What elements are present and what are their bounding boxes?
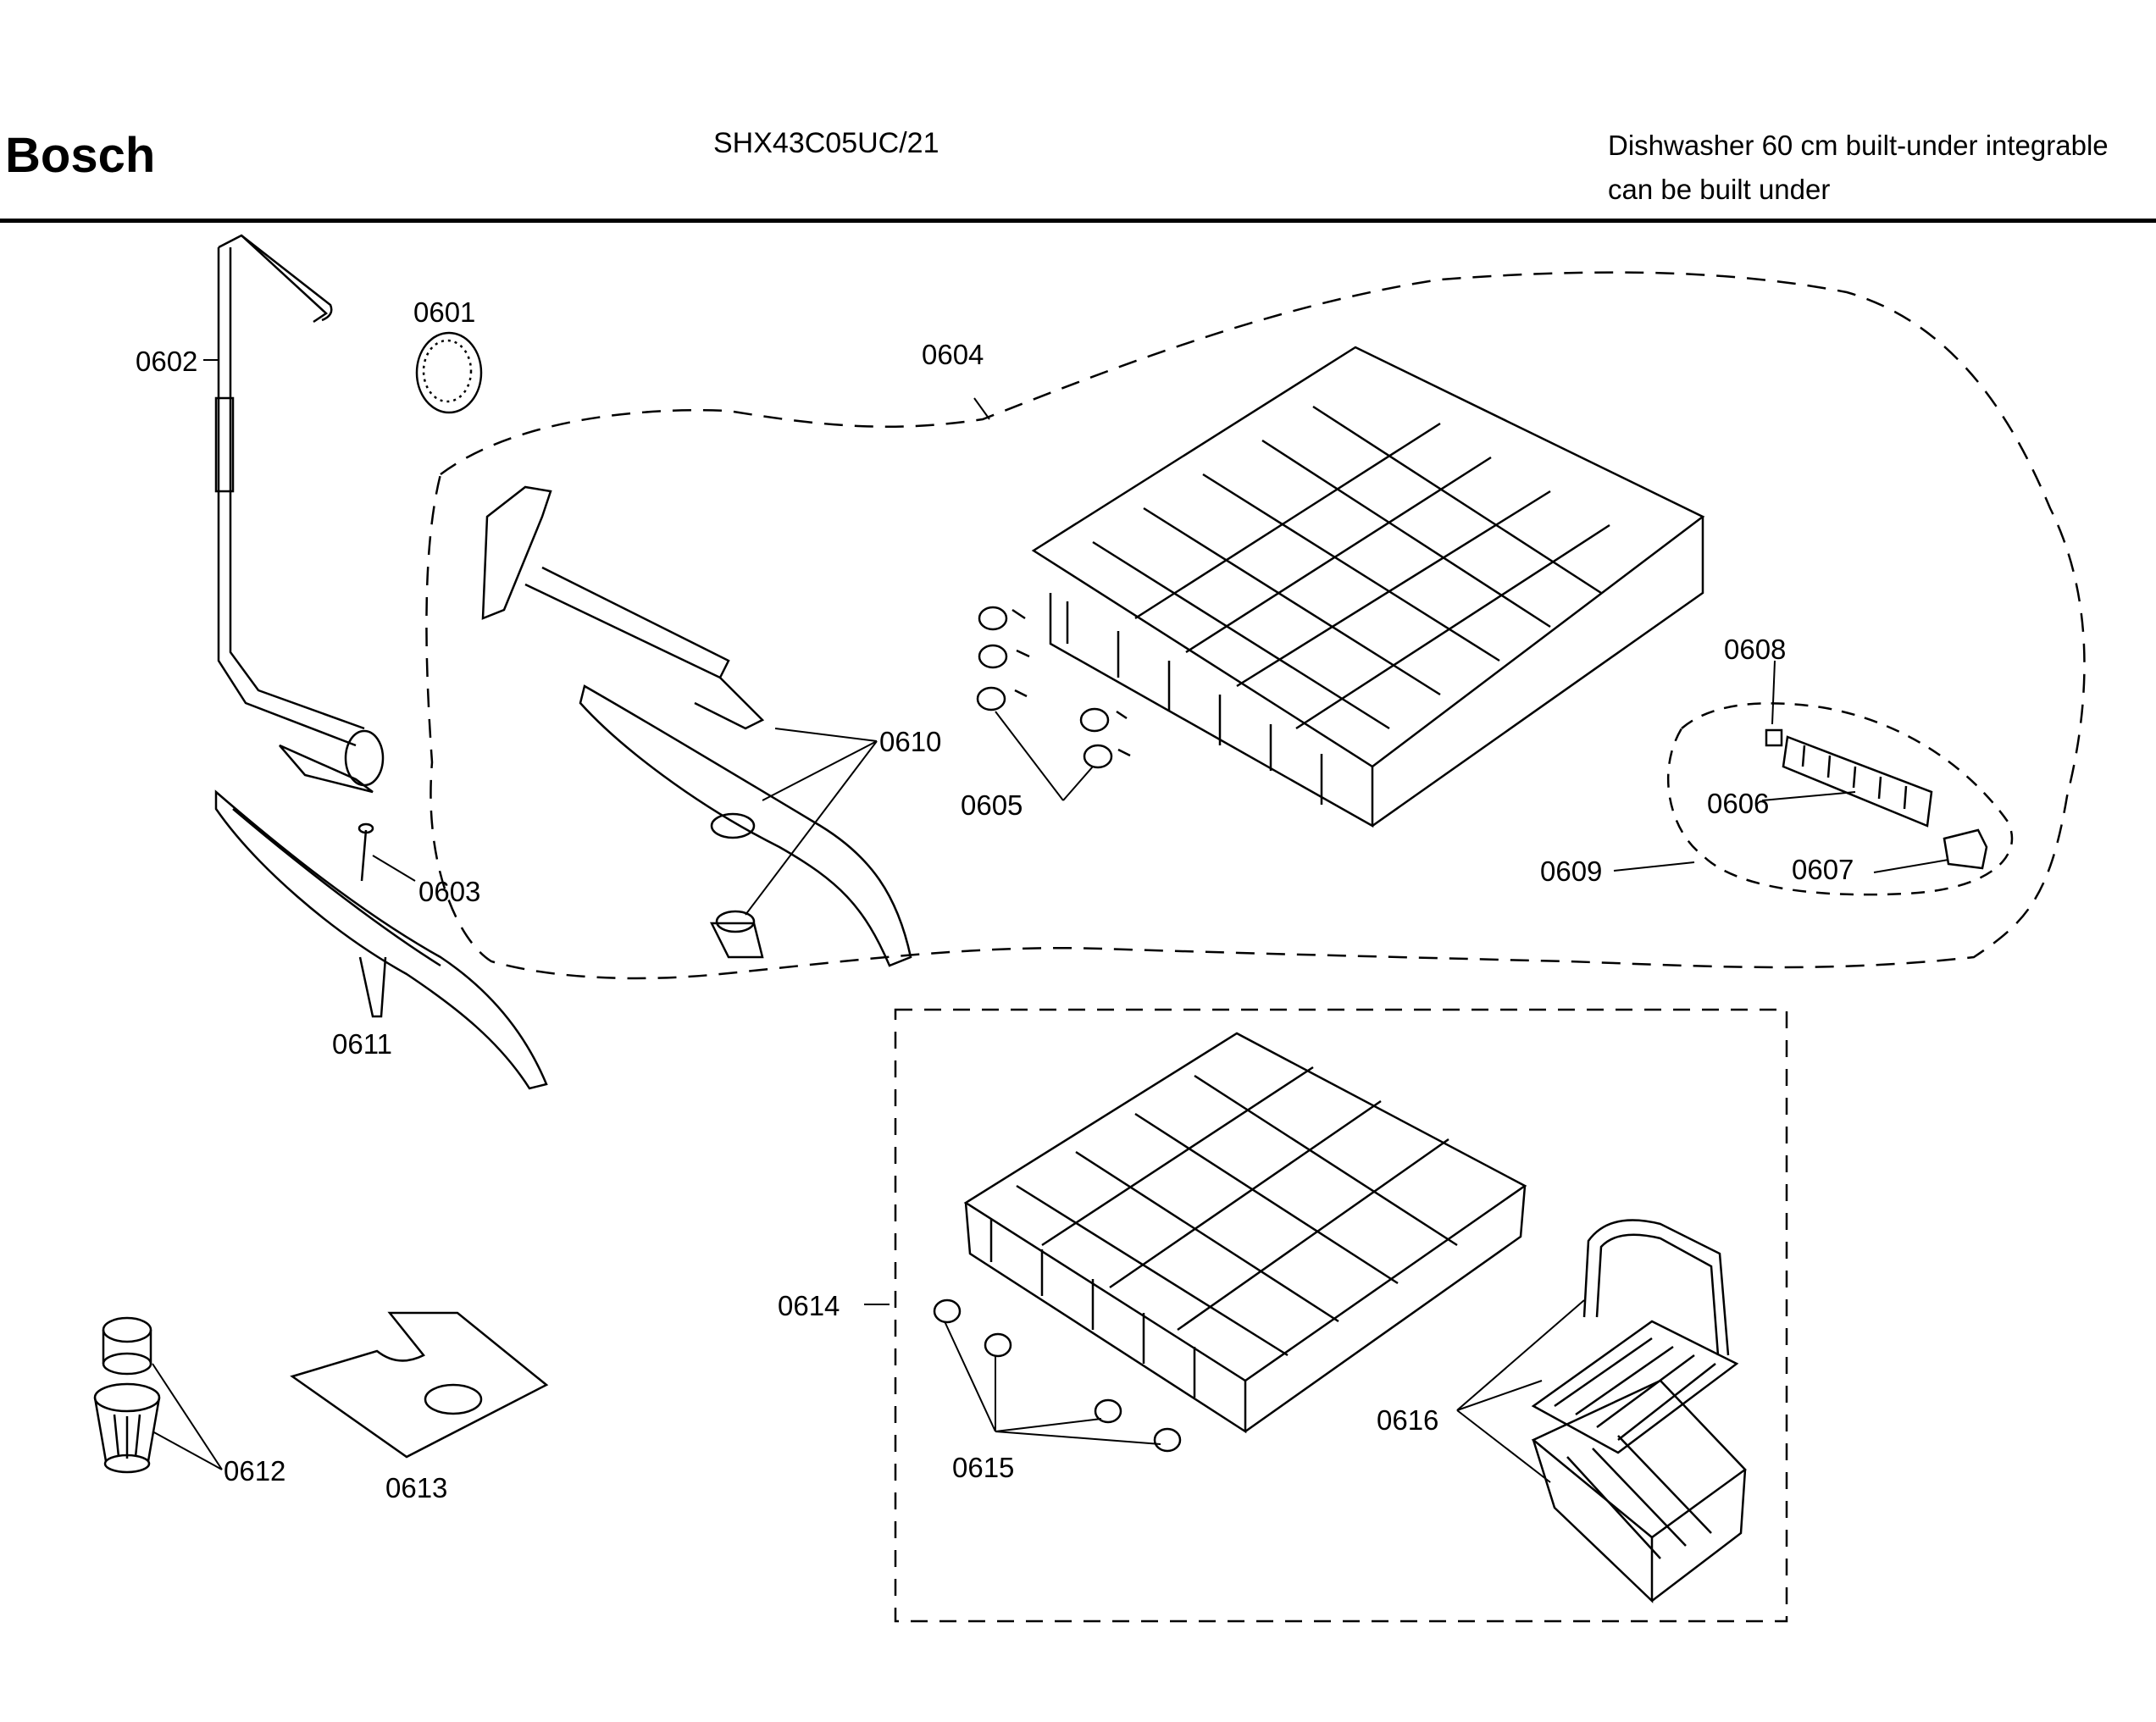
filter-plate-0613 (290, 1311, 549, 1459)
clip-0608 (1765, 728, 1783, 747)
label-0616: 0616 (1377, 1404, 1438, 1436)
lower-spray-arm-0611 (214, 789, 548, 1090)
description-line-1: Dishwasher 60 cm built-under integrable (1608, 130, 2109, 161)
label-0604: 0604 (922, 339, 984, 370)
label-0606: 0606 (1707, 788, 1769, 819)
label-0615: 0615 (952, 1452, 1014, 1483)
product-description: Dishwasher 60 cm built-under integrable … (1608, 124, 2109, 212)
lower-wheels-0615 (933, 1298, 1182, 1453)
label-0612: 0612 (224, 1455, 285, 1487)
end-cap-0607 (1943, 828, 1988, 870)
label-0607: 0607 (1792, 854, 1854, 885)
upper-rack-group-outline (425, 271, 2086, 980)
screw-0603 (357, 822, 374, 882)
model-number: SHX43C05UC/21 (713, 127, 939, 159)
label-0614: 0614 (778, 1290, 840, 1321)
header-rule (0, 219, 2156, 223)
label-0603: 0603 (418, 876, 480, 907)
rail-0606 (1782, 735, 1933, 828)
label-0609: 0609 (1540, 855, 1602, 887)
lower-rack-group-outline (894, 1008, 1788, 1623)
label-0610: 0610 (879, 726, 941, 757)
spray-pipe-0602 (214, 234, 385, 794)
label-0601: 0601 (413, 296, 475, 328)
label-0608: 0608 (1724, 634, 1786, 665)
label-0602: 0602 (136, 346, 197, 377)
spray-head-0601 (415, 331, 483, 414)
label-0613: 0613 (385, 1472, 447, 1503)
lower-basket-0614 (963, 1032, 1527, 1434)
brand-name: Bosch (5, 128, 156, 183)
cutlery-basket-0616 (1531, 1219, 1747, 1603)
filter-0612 (93, 1316, 161, 1474)
label-0611: 0611 (332, 1028, 392, 1060)
description-line-2: can be built under (1608, 174, 1831, 205)
upper-basket-0604 (1031, 346, 1705, 828)
label-0605: 0605 (961, 789, 1023, 821)
basket-wheels-0605 (976, 606, 1131, 769)
upper-spray-arm-0610 (481, 485, 912, 967)
